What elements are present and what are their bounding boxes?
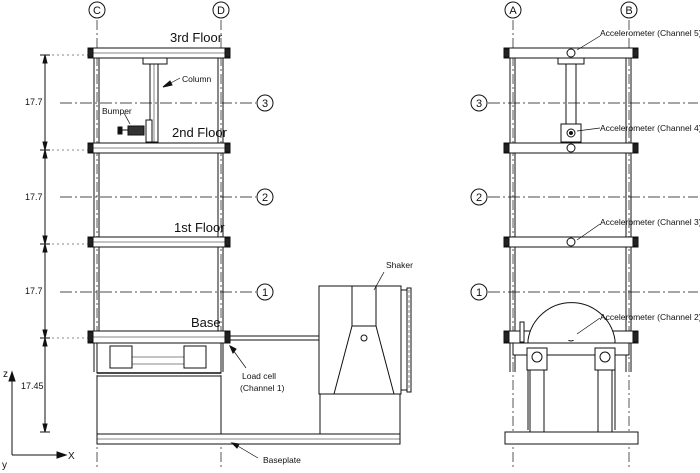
label-2nd-floor: 2nd Floor xyxy=(172,125,228,140)
dimension-line xyxy=(40,54,88,433)
grid-bubble-b: B xyxy=(625,5,632,17)
label-1st-floor: 1st Floor xyxy=(174,220,225,235)
level-bubble-3-left: 3 xyxy=(262,98,268,110)
accelerometer-3-marker xyxy=(566,237,576,247)
level-bubble-2-left: 2 xyxy=(262,192,268,204)
dimension-2: 17.7 xyxy=(25,192,43,202)
accelerometer-1-marker xyxy=(566,143,576,153)
label-bumper: Bumper xyxy=(102,106,132,116)
label-accelerometer-5: Accelerometer (Channel 5) xyxy=(600,28,700,38)
label-base: Base xyxy=(191,315,221,330)
floor-plate-base xyxy=(87,330,231,344)
level-bubble-1-left: 1 xyxy=(262,287,268,299)
right-elevation xyxy=(488,20,698,470)
level-bubble-1-right: 1 xyxy=(476,287,482,299)
axis-label-x: X xyxy=(68,451,75,462)
label-baseplate: Baseplate xyxy=(263,455,301,465)
axis-label-y: y xyxy=(2,460,7,471)
grid-bubble-d: D xyxy=(217,5,225,17)
label-accelerometer-3: Accelerometer (Channel 3) xyxy=(600,217,700,227)
grid-bubble-a: A xyxy=(509,5,517,17)
level-bubble-3-right: 3 xyxy=(476,98,482,110)
label-shaker: Shaker xyxy=(386,260,413,270)
dimension-4: 17.45 xyxy=(21,381,44,391)
floor-plate-3 xyxy=(87,47,231,59)
label-load-cell-channel: (Channel 1) xyxy=(240,383,285,393)
shaker xyxy=(318,285,412,435)
grid-bubbles xyxy=(88,1,638,301)
left-elevation xyxy=(8,20,412,470)
label-accelerometer-4: Accelerometer (Channel 4) xyxy=(600,123,700,133)
accelerometer-5-marker xyxy=(566,48,576,58)
right-hanging-column xyxy=(557,57,585,143)
dimension-1: 17.7 xyxy=(25,97,43,107)
axes xyxy=(8,370,68,459)
level-bubble-2-right: 2 xyxy=(476,192,482,204)
grid-bubble-c: C xyxy=(93,5,101,17)
label-column: Column xyxy=(182,74,212,84)
text-layer: C D A B 3 2 1 3 2 1 3rd Floor 2nd Floor … xyxy=(2,5,700,471)
label-3rd-floor: 3rd Floor xyxy=(170,30,223,45)
right-base-frame xyxy=(504,321,639,445)
hanging-column xyxy=(117,57,168,143)
floor-plate-1 xyxy=(87,236,231,248)
label-load-cell: Load cell xyxy=(242,371,276,381)
dimension-3: 17.7 xyxy=(25,286,43,296)
axis-label-z: z xyxy=(3,369,8,380)
label-accelerometer-2: Accelerometer (Channel 2) xyxy=(600,312,700,322)
floor-plate-2 xyxy=(87,142,231,154)
base-frame xyxy=(96,342,222,435)
